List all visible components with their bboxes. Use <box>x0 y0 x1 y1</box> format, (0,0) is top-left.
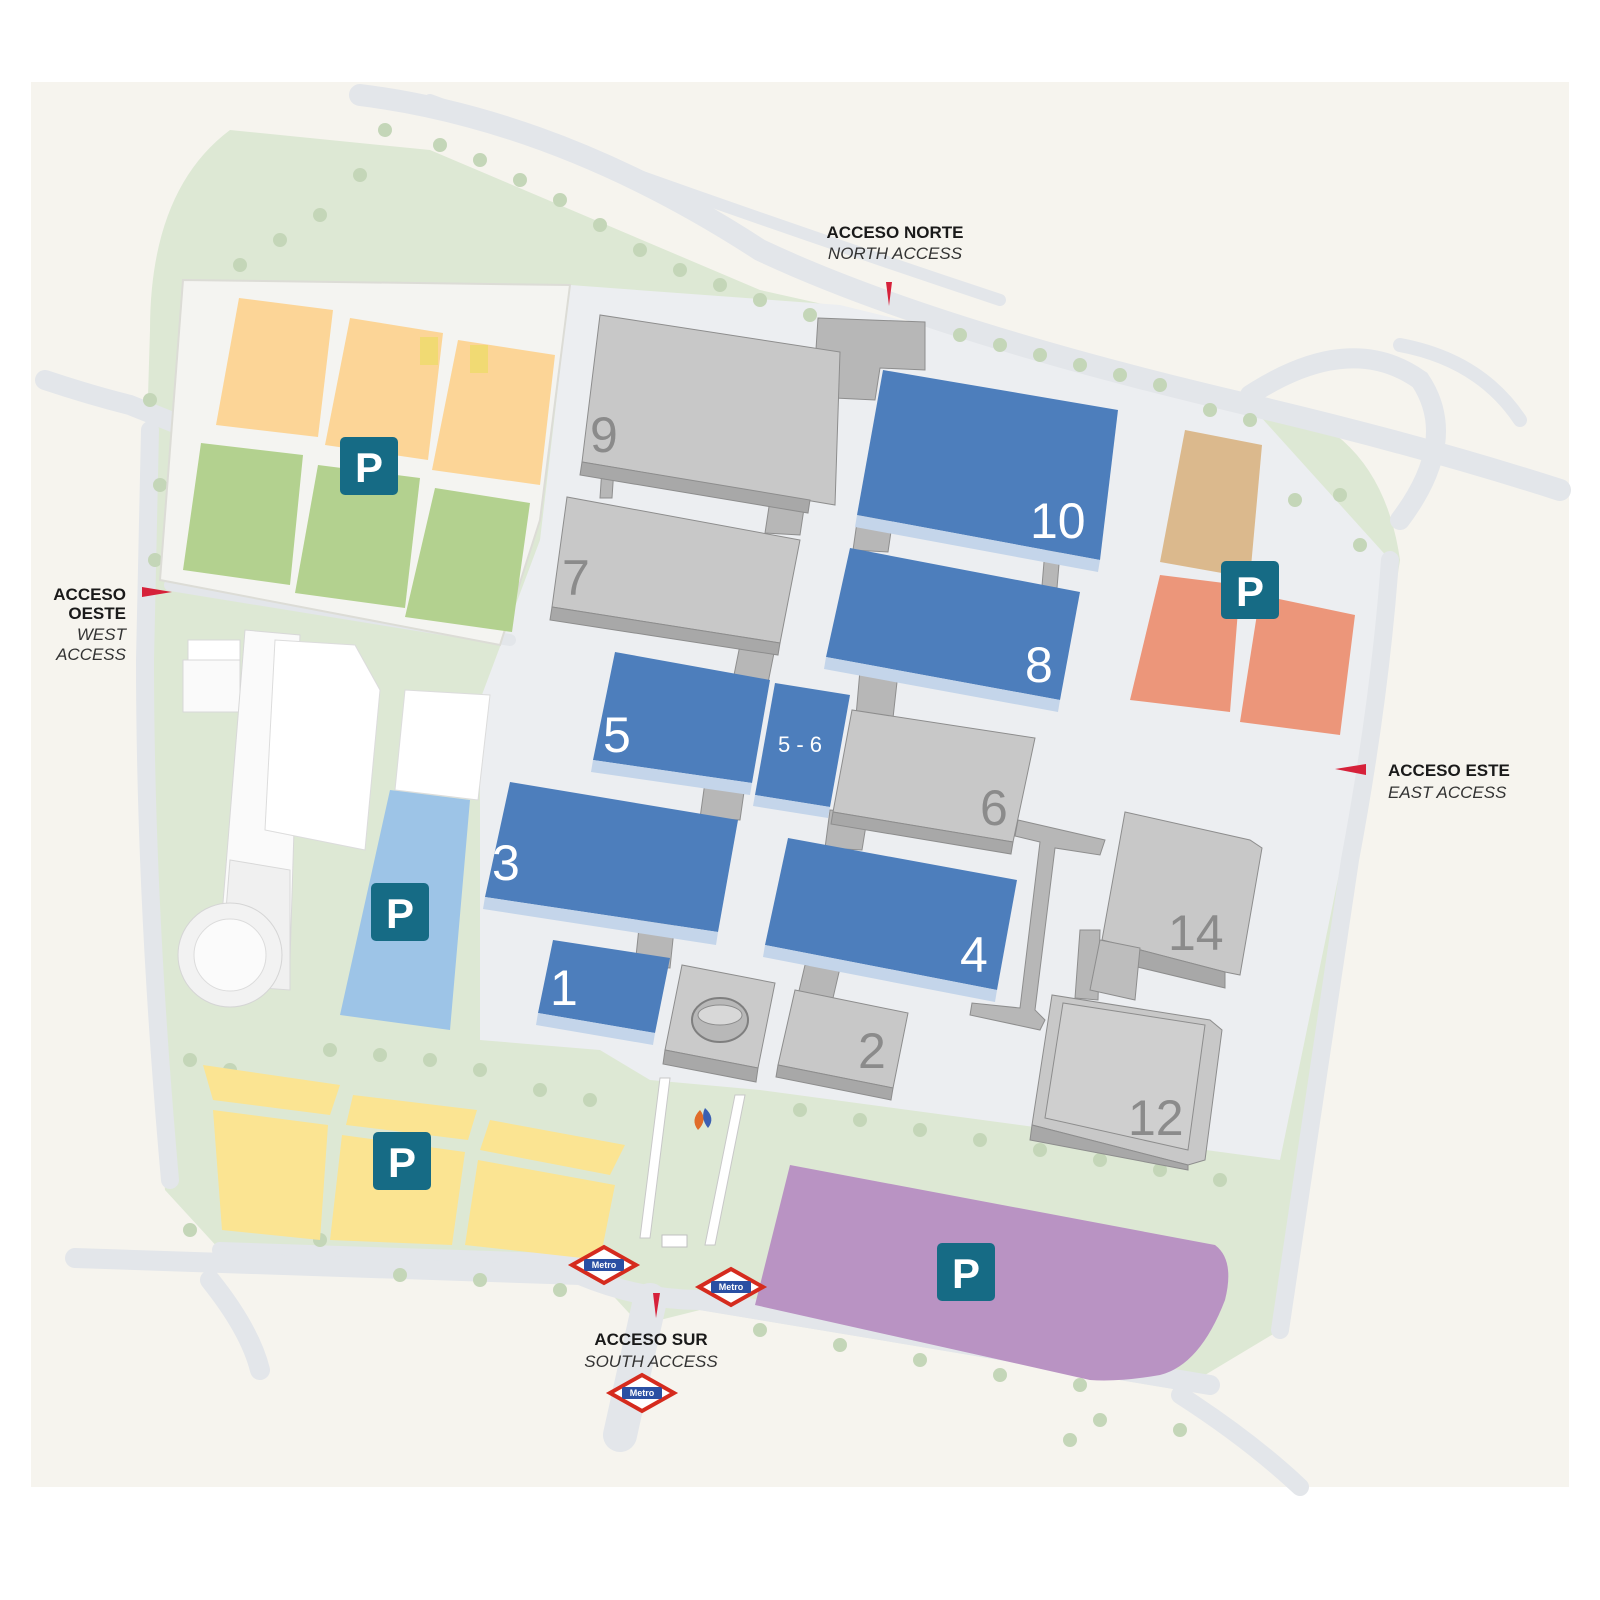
parking-east[interactable] <box>1130 430 1355 735</box>
hall-1-label: 1 <box>550 960 578 1016</box>
east-access-flag <box>1335 764 1366 775</box>
hall-4-label: 4 <box>960 927 988 983</box>
hall-5[interactable]: 5 <box>591 652 770 795</box>
parking-badge-label: P <box>952 1250 980 1297</box>
hall-5-label: 5 <box>603 707 631 763</box>
hall-9[interactable]: 9 <box>579 314 841 514</box>
hall-14[interactable]: 14 <box>1089 811 1263 1001</box>
hall-10-label: 10 <box>1030 493 1086 549</box>
west-access-title-2: OESTE <box>68 604 126 623</box>
parking-badge-label: P <box>386 890 414 937</box>
south-access-label: ACCESO SUR SOUTH ACCESS <box>584 1330 718 1371</box>
parking-badge-east[interactable]: P <box>1221 561 1279 619</box>
metro-label: Metro <box>719 1282 744 1292</box>
hall-10[interactable]: 10 <box>855 370 1118 572</box>
west-access-title-1: ACCESO <box>53 585 126 604</box>
metro-sign-west[interactable]: Metro <box>570 1245 638 1285</box>
north-access-title: ACCESO NORTE <box>827 223 964 242</box>
parking-badge-label: P <box>355 444 383 491</box>
hall-12-label: 12 <box>1128 1090 1184 1146</box>
hall-1[interactable]: 1 <box>536 940 670 1045</box>
west-access-flag <box>142 587 172 597</box>
metro-label: Metro <box>630 1388 655 1398</box>
north-access-label: ACCESO NORTE NORTH ACCESS <box>827 223 964 263</box>
west-access-subtitle-1: WEST <box>77 625 128 644</box>
hall-9-label: 9 <box>590 407 618 463</box>
south-entrance <box>639 1077 746 1248</box>
hall-6[interactable]: 6 <box>830 709 1036 855</box>
hall-6-label: 6 <box>980 780 1008 836</box>
hall-2-label: 2 <box>858 1023 886 1079</box>
auditorium <box>662 964 776 1083</box>
south-access-title: ACCESO SUR <box>594 1330 707 1349</box>
hall-2[interactable]: 2 <box>775 989 909 1101</box>
metro-sign-east[interactable]: Metro <box>697 1267 765 1307</box>
east-access-title: ACCESO ESTE <box>1388 761 1510 780</box>
east-access-subtitle: EAST ACCESS <box>1388 783 1507 802</box>
hall-14-label: 14 <box>1168 905 1224 961</box>
parking-badge-south-east[interactable]: P <box>937 1243 995 1301</box>
west-access-subtitle-2: ACCESS <box>55 645 127 664</box>
south-access-flag <box>653 1293 660 1318</box>
hall-7[interactable]: 7 <box>549 496 801 656</box>
hall-3[interactable]: 3 <box>483 782 738 945</box>
south-access-subtitle: SOUTH ACCESS <box>584 1352 718 1371</box>
parking-badge-south-west[interactable]: P <box>373 1132 431 1190</box>
north-access-flag <box>886 282 892 306</box>
parking-badge-west[interactable]: P <box>371 883 429 941</box>
hall-5-6-label: 5 - 6 <box>778 732 822 757</box>
west-access-label: ACCESO OESTE WEST ACCESS <box>53 585 127 664</box>
east-access-label: ACCESO ESTE EAST ACCESS <box>1388 761 1510 802</box>
hall-5-6[interactable]: 5 - 6 <box>753 683 850 818</box>
roads <box>35 84 1571 1496</box>
parking-south-west[interactable] <box>203 1065 625 1260</box>
hall-4[interactable]: 4 <box>763 838 1017 1002</box>
west-buildings <box>177 629 491 1008</box>
hall-12[interactable]: 12 <box>1029 994 1223 1171</box>
metro-label: Metro <box>592 1260 617 1270</box>
parking-badge-label: P <box>1236 568 1264 615</box>
parking-north-west[interactable] <box>158 278 572 647</box>
hall-7-label: 7 <box>562 550 590 606</box>
hall-8[interactable]: 8 <box>824 548 1080 712</box>
parking-badge-north-west[interactable]: P <box>340 437 398 495</box>
hall-8-label: 8 <box>1025 637 1053 693</box>
metro-sign-south[interactable]: Metro <box>608 1373 676 1413</box>
north-access-subtitle: NORTH ACCESS <box>828 244 963 263</box>
parking-badge-label: P <box>388 1139 416 1186</box>
hall-3-label: 3 <box>492 835 520 891</box>
